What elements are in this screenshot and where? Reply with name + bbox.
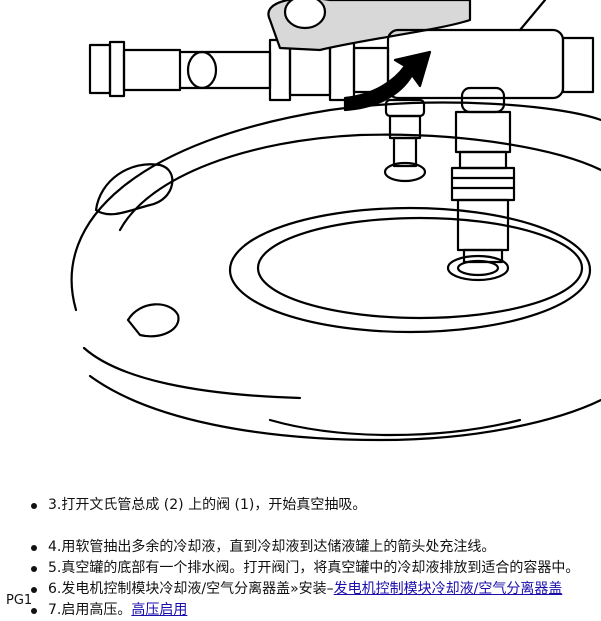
step-7-text: 7.启用高压。 <box>48 602 132 618</box>
step-4-text: 4.用软管抽出多余的冷却液，直到冷却液到达储液罐上的箭头处充注线。 <box>48 539 496 555</box>
step-3: 3.打开文氏管总成 (2) 上的阀 (1)，开始真空抽吸。 <box>28 495 601 537</box>
step-6-text: 6.发电机控制模块冷却液/空气分离器盖»安装– <box>48 581 334 597</box>
step-3-text: 3.打开文氏管总成 (2) 上的阀 (1)，开始真空抽吸。 <box>48 497 367 513</box>
procedure-steps: 3.打开文氏管总成 (2) 上的阀 (1)，开始真空抽吸。 4.用软管抽出多余的… <box>0 474 601 621</box>
service-illustration <box>70 0 601 442</box>
step-7: 7.启用高压。高压启用 <box>28 600 601 621</box>
step-5-text: 5.真空罐的底部有一个排水阀。打开阀门，将真空罐中的冷却液排放到适合的容器中。 <box>48 560 580 576</box>
high-voltage-enable-link[interactable]: 高压启用 <box>131 602 188 618</box>
step-5: 5.真空罐的底部有一个排水阀。打开阀门，将真空罐中的冷却液排放到适合的容器中。 <box>28 558 601 579</box>
footer-code: PG1 <box>6 593 33 608</box>
step-4: 4.用软管抽出多余的冷却液，直到冷却液到达储液罐上的箭头处充注线。 <box>28 537 601 558</box>
generator-separator-cap-link[interactable]: 发电机控制模块冷却液/空气分离器盖 <box>333 581 563 597</box>
step-6: 6.发电机控制模块冷却液/空气分离器盖»安装–发电机控制模块冷却液/空气分离器盖 <box>28 579 601 600</box>
